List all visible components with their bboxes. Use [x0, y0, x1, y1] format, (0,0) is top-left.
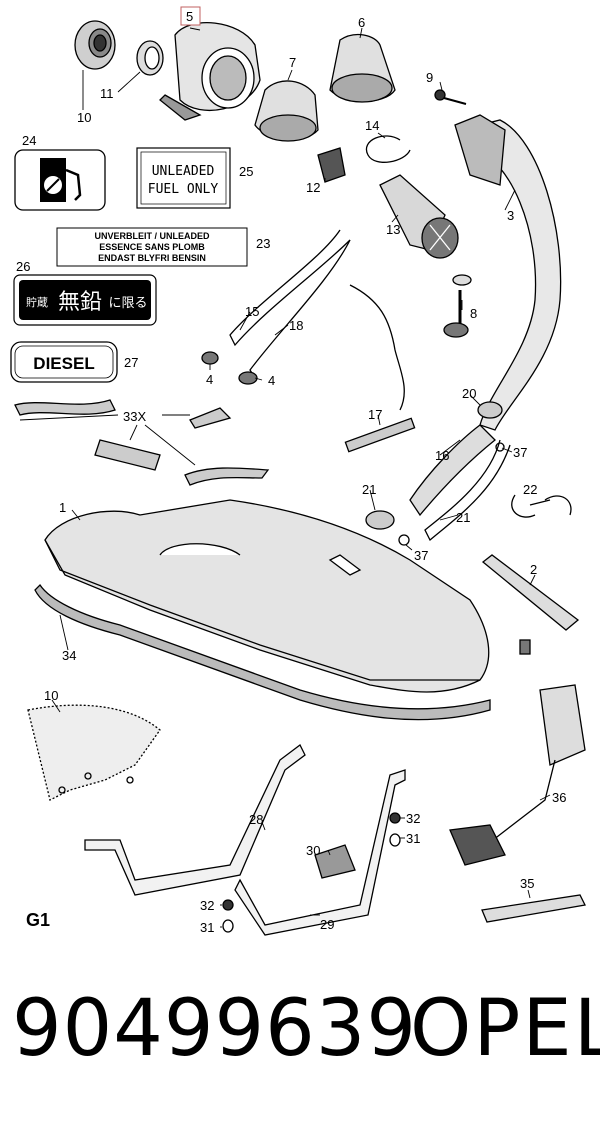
part-29-strap	[234, 769, 406, 936]
brand-name: OPEL	[410, 984, 600, 1074]
part-5-funnel	[159, 22, 261, 121]
callout-4b: 4	[268, 373, 275, 388]
callout-37b: 37	[414, 548, 428, 563]
callout-8: 8	[470, 306, 477, 321]
callout-29: 29	[320, 917, 334, 932]
part-12-ring	[136, 40, 164, 76]
callout-32b: 32	[200, 898, 214, 913]
part-14-valve	[379, 174, 459, 259]
callout-34: 34	[62, 648, 76, 663]
callout-24: 24	[22, 133, 36, 148]
callout-31a: 31	[406, 831, 420, 846]
group-code: G1	[26, 910, 50, 930]
diesel-text: DIESEL	[33, 354, 94, 373]
callout-3: 3	[507, 208, 514, 223]
label-24-fuel-pump-sign	[14, 149, 106, 211]
callout-22: 22	[523, 482, 537, 497]
part-36-sender	[449, 639, 586, 866]
unleaded-line1: UNLEADED	[152, 164, 215, 179]
callout-16: 15	[245, 304, 259, 319]
part-9-screw	[434, 89, 467, 105]
callout-18: 17	[368, 407, 382, 422]
callout-32a: 32	[406, 811, 420, 826]
fuel-system-diagram: UNLEADED FUEL ONLY UNVERBLEIT / UNLEADED…	[10, 6, 586, 936]
callout-27: 27	[124, 355, 138, 370]
callout-7: 7	[289, 55, 296, 70]
part-28-strap	[84, 744, 306, 896]
callout-15: 14	[365, 118, 379, 133]
part-4-clips	[201, 351, 258, 385]
label-26-japanese-sign: 貯蔵 無鉛 に限る	[13, 274, 157, 326]
part-22-clip	[511, 494, 572, 518]
callout-28: 28	[249, 812, 263, 827]
japanese-big: 無鉛	[58, 290, 102, 315]
lang-line2: ESSENCE SANS PLOMB	[99, 242, 205, 252]
callout-31b: 31	[200, 920, 214, 935]
japanese-rest: に限る	[108, 296, 147, 311]
callout-14: 13	[386, 222, 400, 237]
callout-numbers: 10 11 5 6 7 9 14 12 13 3 24 25 23 26 27 …	[16, 9, 566, 935]
part-31-32-fasteners	[222, 812, 401, 933]
callout-36: 36	[552, 790, 566, 805]
callout-35: 35	[520, 876, 534, 891]
callout-37a: 37	[513, 445, 527, 460]
part-18-wire	[344, 284, 416, 453]
part-1-fuel-tank	[44, 499, 490, 693]
callout-2: 2	[530, 562, 537, 577]
callout-1: 1	[59, 500, 66, 515]
part-17-20-hoses	[365, 401, 511, 546]
callout-19: 18	[289, 318, 303, 333]
callout-12: 11	[100, 86, 114, 101]
part-33x-pads	[14, 399, 270, 486]
leader-lines	[19, 27, 551, 928]
callout-20: 21	[456, 510, 470, 525]
part-2-strip	[481, 554, 580, 631]
part-7-boot	[254, 80, 319, 142]
callout-11: 10	[77, 110, 91, 125]
lang-line1: UNVERBLEIT / UNLEADED	[94, 231, 210, 241]
part-16-19-hoses	[229, 229, 351, 379]
label-27-diesel-sign: DIESEL	[10, 341, 118, 383]
part-34-shield	[34, 583, 491, 721]
callout-21a: 20	[462, 386, 476, 401]
callout-5: 5	[186, 9, 193, 24]
callout-23: 23	[256, 236, 270, 251]
part-3-filler-pipe	[454, 114, 562, 431]
label-25-unleaded-sign: UNLEADED FUEL ONLY	[136, 147, 231, 209]
part-6-boot	[329, 33, 396, 103]
callout-33x: 33X	[123, 409, 146, 424]
callout-25: 25	[239, 164, 253, 179]
callout-21b: 21	[362, 482, 376, 497]
part-8-bolt	[443, 274, 472, 338]
part-35-strip	[481, 894, 586, 923]
callout-6: 6	[358, 15, 365, 30]
callout-26: 26	[16, 259, 30, 274]
callout-10: 10	[44, 688, 58, 703]
part-13-clamp	[317, 147, 346, 183]
callout-9: 9	[426, 70, 433, 85]
part-10-pad	[27, 704, 161, 801]
label-23-multilingual-sign: UNVERBLEIT / UNLEADED ESSENCE SANS PLOMB…	[56, 227, 248, 267]
part-15-clip	[365, 135, 411, 163]
unleaded-line2: FUEL ONLY	[148, 182, 219, 197]
callout-13: 12	[306, 180, 320, 195]
lang-line3: ENDAST BLYFRI BENSIN	[98, 253, 206, 263]
part-11-cap	[74, 20, 116, 70]
part-number: 90499639	[12, 984, 418, 1074]
japanese-small: 貯蔵	[26, 296, 48, 309]
callout-17: 16	[435, 448, 449, 463]
callout-5-box	[180, 6, 201, 26]
callout-4a: 4	[206, 372, 213, 387]
part-30-block	[314, 844, 356, 879]
callout-30: 30	[306, 843, 320, 858]
